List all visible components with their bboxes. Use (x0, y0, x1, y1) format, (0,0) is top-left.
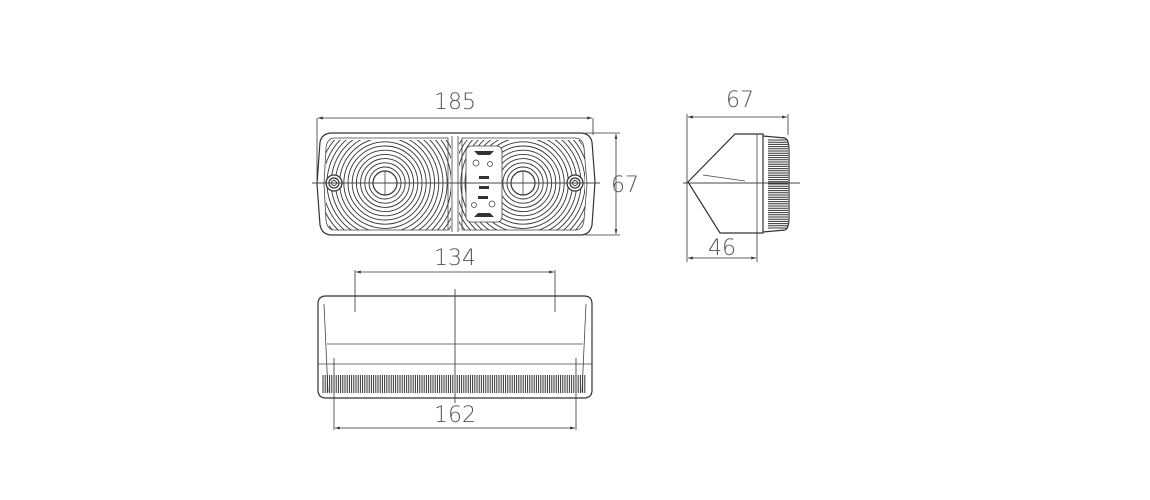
side-lens-ribs (768, 139, 788, 229)
bottom-lens-ribs (322, 375, 586, 393)
dimension-base-width-162: 162 (333, 358, 577, 430)
dimension-label-width: 185 (434, 90, 476, 115)
bottom-view: 134 162 (317, 246, 593, 430)
dimension-label-base-width: 162 (434, 403, 476, 428)
front-view: 185 67 (312, 90, 639, 236)
dimension-mount-spacing-134: 134 (354, 246, 556, 312)
dimension-height-67: 67 (585, 132, 639, 236)
bottom-housing-outline (317, 295, 593, 399)
front-housing-outline (316, 132, 596, 236)
side-view: 67 46 (683, 88, 800, 262)
dimension-body-46: 46 (688, 232, 758, 262)
dimension-depth-67: 67 (686, 88, 789, 262)
dimension-label-mount-spacing: 134 (434, 246, 476, 271)
dimension-label-height: 67 (611, 173, 639, 198)
dimension-label-body-depth: 46 (708, 236, 736, 261)
dimension-label-depth: 67 (726, 88, 754, 113)
dimension-width-185: 185 (316, 90, 594, 180)
side-body-outline (687, 133, 764, 234)
side-lens-profile (762, 135, 790, 233)
approval-marking (465, 145, 503, 223)
